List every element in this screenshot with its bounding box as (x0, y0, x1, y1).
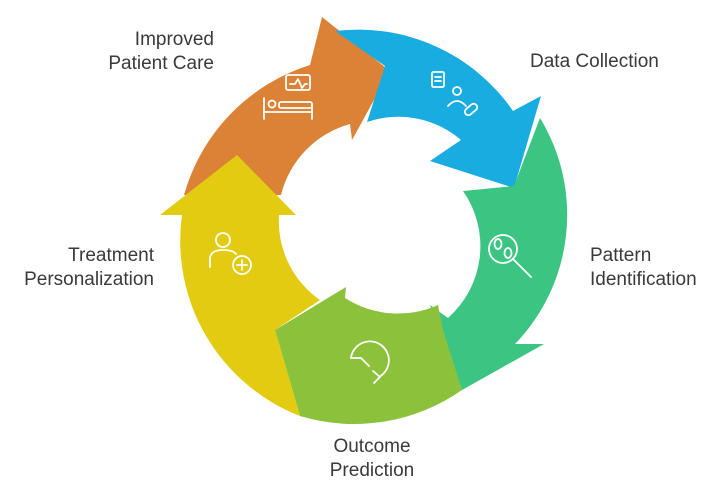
label-line: Identification (590, 269, 697, 290)
label-outcome-prediction: Outcome Prediction (302, 435, 442, 483)
label-pattern-identification: Pattern Identification (590, 244, 697, 292)
segment-treatment-personalization (160, 155, 320, 416)
label-line: Outcome (333, 436, 411, 457)
label-line: Personalization (24, 269, 154, 290)
label-treatment-personalization: Treatment Personalization (0, 244, 154, 292)
label-improved-patient-care: Improved Patient Care (60, 28, 214, 76)
segment-outcome-prediction (275, 287, 462, 424)
label-line: Prediction (329, 460, 415, 481)
label-line: Pattern (590, 245, 652, 266)
segment-pattern-identification (430, 118, 568, 390)
segment-data-collection (335, 29, 541, 188)
prediction-arrow-icon (350, 340, 390, 384)
label-line: Improved (134, 29, 214, 50)
medical-doctor-icon (209, 232, 252, 275)
label-line: Patient Care (108, 53, 214, 74)
segment-improved-patient-care (184, 17, 390, 195)
label-line: Treatment (68, 245, 154, 266)
hospital-bed-icon (263, 74, 313, 120)
magnifier-icon (488, 234, 532, 278)
label-line: Data Collection (530, 51, 659, 72)
label-data-collection: Data Collection (530, 50, 659, 74)
patient-record-icon (431, 71, 479, 117)
